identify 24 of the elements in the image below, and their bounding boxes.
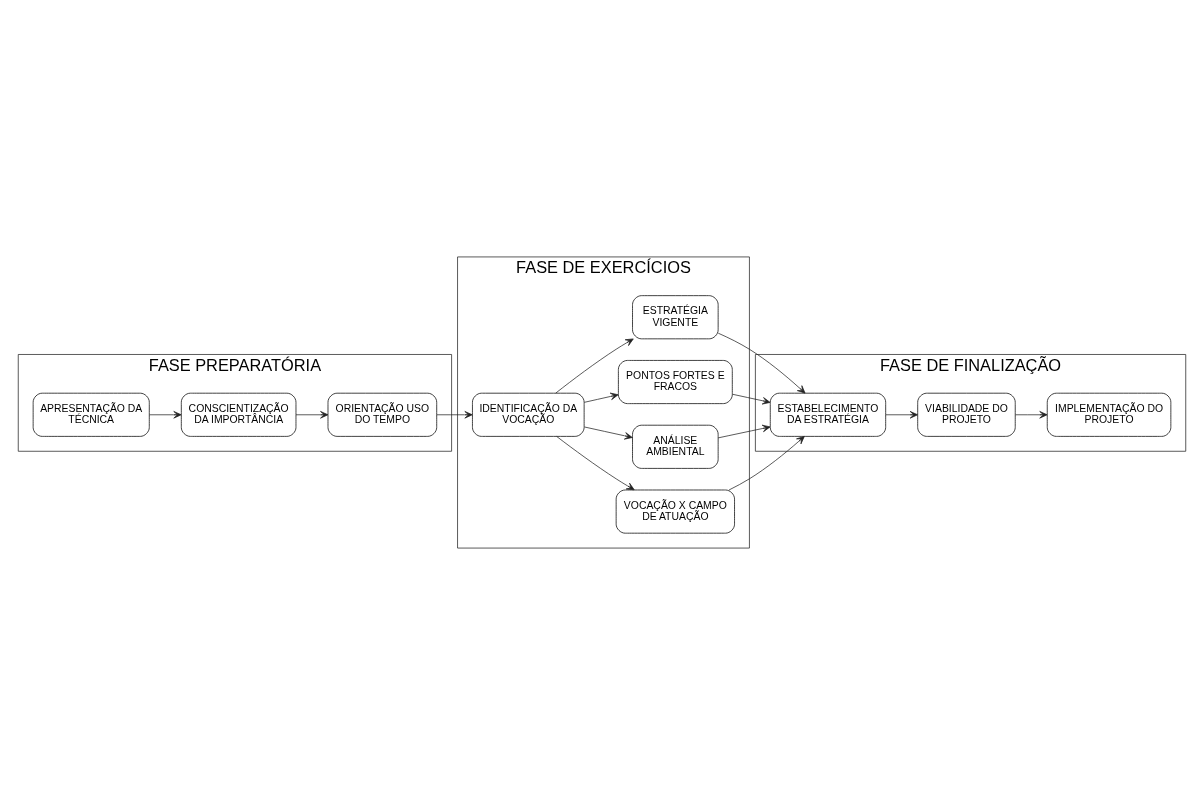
arrow: [583, 426, 633, 440]
arrow: [732, 393, 771, 405]
node-box: PONTOS FORTES E FRACOS: [618, 360, 733, 404]
arrow: [717, 424, 771, 439]
arrow: [436, 411, 473, 419]
arrow: [885, 411, 918, 419]
node-box: ORIENTAÇÃO USO DO TEMPO: [327, 392, 438, 437]
arrow: [717, 332, 806, 394]
node-box: CONSCIENTIZAÇÃO DA IMPORTÂNCIA: [180, 392, 297, 437]
node-box: IMPLEMENTAÇÃO DO PROJETO: [1046, 392, 1172, 437]
arrow: [1015, 411, 1048, 419]
node-box: IDENTIFICAÇÃO DA VOCAÇÃO: [472, 392, 585, 437]
node-box: VOCAÇÃO X CAMPO DE ATUAÇÃO: [615, 489, 735, 534]
arrow: [583, 392, 619, 403]
arrow: [728, 436, 805, 491]
node-box: APRESENTAÇÃO DA TÉCNICA: [32, 392, 150, 437]
arrow: [149, 411, 182, 419]
node-box: VIABILIDADE DO PROJETO: [917, 392, 1016, 437]
node-box: ESTRATÉGIA VIGENTE: [632, 295, 719, 340]
node-box: ESTABELECIMENTO DA ESTRATÉGIA: [769, 392, 887, 437]
arrow: [556, 436, 635, 491]
arrow: [295, 411, 329, 419]
arrow: [555, 338, 634, 394]
node-box: ANÁLISE AMBIENTAL: [632, 424, 719, 469]
